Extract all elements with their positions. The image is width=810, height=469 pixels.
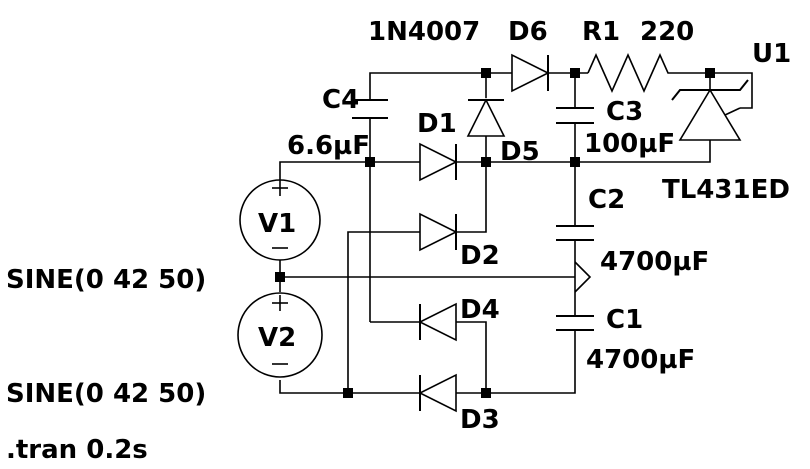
diode-d6[interactable] xyxy=(511,53,550,93)
c2-name-label: C2 xyxy=(588,185,625,215)
c3-value-label: 100µF xyxy=(584,129,675,159)
c4-value-label: 6.6µF xyxy=(287,131,370,161)
c2-value-label: 4700µF xyxy=(600,247,709,277)
resistor-r1[interactable] xyxy=(587,53,676,93)
c1-name-label: C1 xyxy=(606,305,643,335)
v2-value-label: SINE(0 42 50) xyxy=(6,379,206,409)
wires xyxy=(279,72,753,394)
ground-flag xyxy=(574,261,592,293)
capacitor-c4[interactable] xyxy=(352,99,388,119)
v2-name-label: V2 xyxy=(258,323,296,353)
capacitor-c1[interactable] xyxy=(556,315,594,331)
c4-name-label: C4 xyxy=(322,85,359,115)
junction-c4-bus xyxy=(365,157,375,167)
d6-model-label: 1N4007 xyxy=(368,17,480,47)
diode-d4[interactable] xyxy=(418,302,457,342)
v1-name-label: V1 xyxy=(258,209,296,239)
junctions xyxy=(275,68,715,398)
junction-ground xyxy=(275,272,285,282)
diode-d3[interactable] xyxy=(418,373,457,413)
d3-name-label: D3 xyxy=(460,405,500,435)
capacitor-c2[interactable] xyxy=(556,225,594,241)
capacitor-c3[interactable] xyxy=(556,107,594,124)
shunt-regulator-u1[interactable] xyxy=(671,79,749,141)
wire-v2-bottom xyxy=(279,380,420,394)
junction-c3-top xyxy=(570,68,580,78)
voltage-source-v1[interactable] xyxy=(239,179,321,261)
d6-name-label: D6 xyxy=(508,17,548,47)
d5-name-label: D5 xyxy=(500,137,540,167)
junction-u1-cathode xyxy=(705,68,715,78)
diode-d1[interactable] xyxy=(466,98,506,137)
diode-d5[interactable] xyxy=(419,142,458,182)
v1-value-label: SINE(0 42 50) xyxy=(6,265,206,295)
junction-d5-d1 xyxy=(481,157,491,167)
wire-u1-anode xyxy=(575,140,711,163)
u1-name-label: U1 xyxy=(752,39,791,69)
c3-name-label: C3 xyxy=(606,97,643,127)
r1-value-label: 220 xyxy=(640,17,694,47)
junction-c3-bottom xyxy=(570,157,580,167)
u1-model-label: TL431ED xyxy=(662,175,790,205)
c1-value-label: 4700µF xyxy=(586,345,695,375)
tran-directive[interactable]: .tran 0.2s xyxy=(6,435,148,465)
wire-d4-d3 xyxy=(456,321,487,393)
d2-name-label: D2 xyxy=(460,241,500,271)
junction-d3-d4 xyxy=(481,388,491,398)
wire-d3-bus xyxy=(456,330,576,394)
voltage-source-v2[interactable] xyxy=(237,292,323,378)
r1-name-label: R1 xyxy=(582,17,620,47)
d4-name-label: D4 xyxy=(460,295,500,325)
junction-d2-d3 xyxy=(343,388,353,398)
junction-d6-d1 xyxy=(481,68,491,78)
wire-c4-d6 xyxy=(369,72,512,100)
d1-name-label: D1 xyxy=(417,109,457,139)
wire-d2-cathode xyxy=(456,162,487,233)
wire-d2-anode xyxy=(347,231,420,393)
diode-d2[interactable] xyxy=(419,212,458,252)
wire-v1-top xyxy=(279,161,420,180)
